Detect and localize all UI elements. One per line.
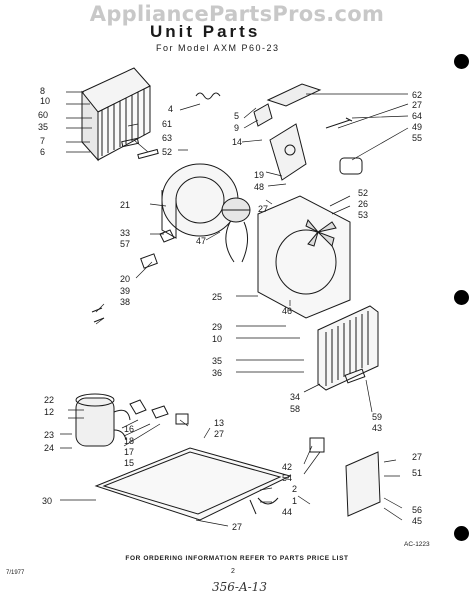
diagram-title: Unit Parts <box>150 22 261 41</box>
callout-15: 15 <box>124 458 135 468</box>
bracket-part <box>121 137 140 148</box>
callout-9: 9 <box>234 123 240 133</box>
binder-hole-bottom <box>454 526 469 541</box>
control-panel-part <box>345 451 381 517</box>
callout-21: 21 <box>120 200 131 210</box>
watermark: AppliancePartsPros.com <box>89 2 385 26</box>
callout-64: 64 <box>412 111 423 121</box>
callout-44: 44 <box>282 507 293 517</box>
fan-bracket-part <box>269 123 307 181</box>
callout-34: 34 <box>290 392 301 402</box>
callout-7: 7 <box>40 136 46 146</box>
callout-8: 8 <box>40 86 46 96</box>
callout-27-d: 27 <box>412 452 423 462</box>
capacitor-part <box>339 157 363 175</box>
callout-61: 61 <box>162 119 173 129</box>
fan-blade-part <box>305 218 337 247</box>
date-code: 7/1977 <box>6 570 25 576</box>
callout-52-b: 52 <box>358 188 369 198</box>
callout-45: 45 <box>412 516 423 526</box>
handwritten-note: 356-A-13 <box>212 580 267 594</box>
callout-26: 26 <box>358 199 369 209</box>
callout-1: 1 <box>292 496 298 506</box>
callout-48: 48 <box>254 182 265 192</box>
callout-12: 12 <box>44 407 55 417</box>
callout-47: 47 <box>196 236 207 246</box>
callout-29: 29 <box>212 322 223 332</box>
callout-46: 46 <box>282 306 293 316</box>
callout-49: 49 <box>412 122 423 132</box>
callout-54: 54 <box>282 473 293 483</box>
callout-63: 63 <box>162 133 173 143</box>
callout-36: 36 <box>212 368 223 378</box>
callout-55: 55 <box>412 133 423 143</box>
callout-57: 57 <box>120 239 131 249</box>
callout-17: 17 <box>124 447 135 457</box>
orifice-panel-part <box>257 195 351 319</box>
binder-hole-top <box>454 54 469 69</box>
callout-43: 43 <box>372 423 383 433</box>
callout-35: 35 <box>38 122 49 132</box>
callout-14: 14 <box>232 137 243 147</box>
callout-33: 33 <box>120 228 131 238</box>
callout-19: 19 <box>254 170 265 180</box>
callout-30: 30 <box>42 496 53 506</box>
drawing-reference: AC-1223 <box>404 541 430 548</box>
callout-60: 60 <box>38 110 49 120</box>
callout-23: 23 <box>44 430 55 440</box>
base-pan-part <box>94 447 292 521</box>
callout-51: 51 <box>412 468 423 478</box>
callout-56: 56 <box>412 505 423 515</box>
callout-53: 53 <box>358 210 369 220</box>
callout-27-c: 27 <box>214 429 225 439</box>
callout-16: 16 <box>124 424 135 434</box>
callout-27: 27 <box>412 100 423 110</box>
callout-39: 39 <box>120 286 131 296</box>
callout-27-e: 27 <box>232 522 243 532</box>
callout-10-b: 10 <box>212 334 223 344</box>
top-panel-part <box>266 83 322 107</box>
callout-25: 25 <box>212 292 223 302</box>
callout-18: 18 <box>124 436 135 446</box>
callout-38: 38 <box>120 297 131 307</box>
condenser-coil-part <box>81 67 151 162</box>
spring-part <box>195 92 221 100</box>
callout-2: 2 <box>292 484 298 494</box>
strip-part <box>137 148 159 160</box>
compressor-part <box>75 393 131 447</box>
callout-58: 58 <box>290 404 301 414</box>
evaporator-coil-part <box>317 305 379 391</box>
callout-59: 59 <box>372 412 383 422</box>
callout-27-b: 27 <box>258 204 269 214</box>
callout-24: 24 <box>44 443 55 453</box>
callout-62: 62 <box>412 90 423 100</box>
fan-motor-part <box>221 197 251 263</box>
callout-35-b: 35 <box>212 356 223 366</box>
callout-20: 20 <box>120 274 131 284</box>
callout-4: 4 <box>168 104 174 114</box>
model-subtitle: For Model AXM P60-23 <box>156 43 280 53</box>
callout-10: 10 <box>40 96 51 106</box>
callout-5: 5 <box>234 111 240 121</box>
callout-22: 22 <box>44 395 55 405</box>
callout-42: 42 <box>282 462 293 472</box>
callout-13: 13 <box>214 418 225 428</box>
callout-6: 6 <box>40 147 46 157</box>
page-number: 2 <box>231 568 235 575</box>
ordering-note: FOR ORDERING INFORMATION REFER TO PARTS … <box>125 555 349 562</box>
callout-52: 52 <box>162 147 173 157</box>
binder-hole-middle <box>454 290 469 305</box>
